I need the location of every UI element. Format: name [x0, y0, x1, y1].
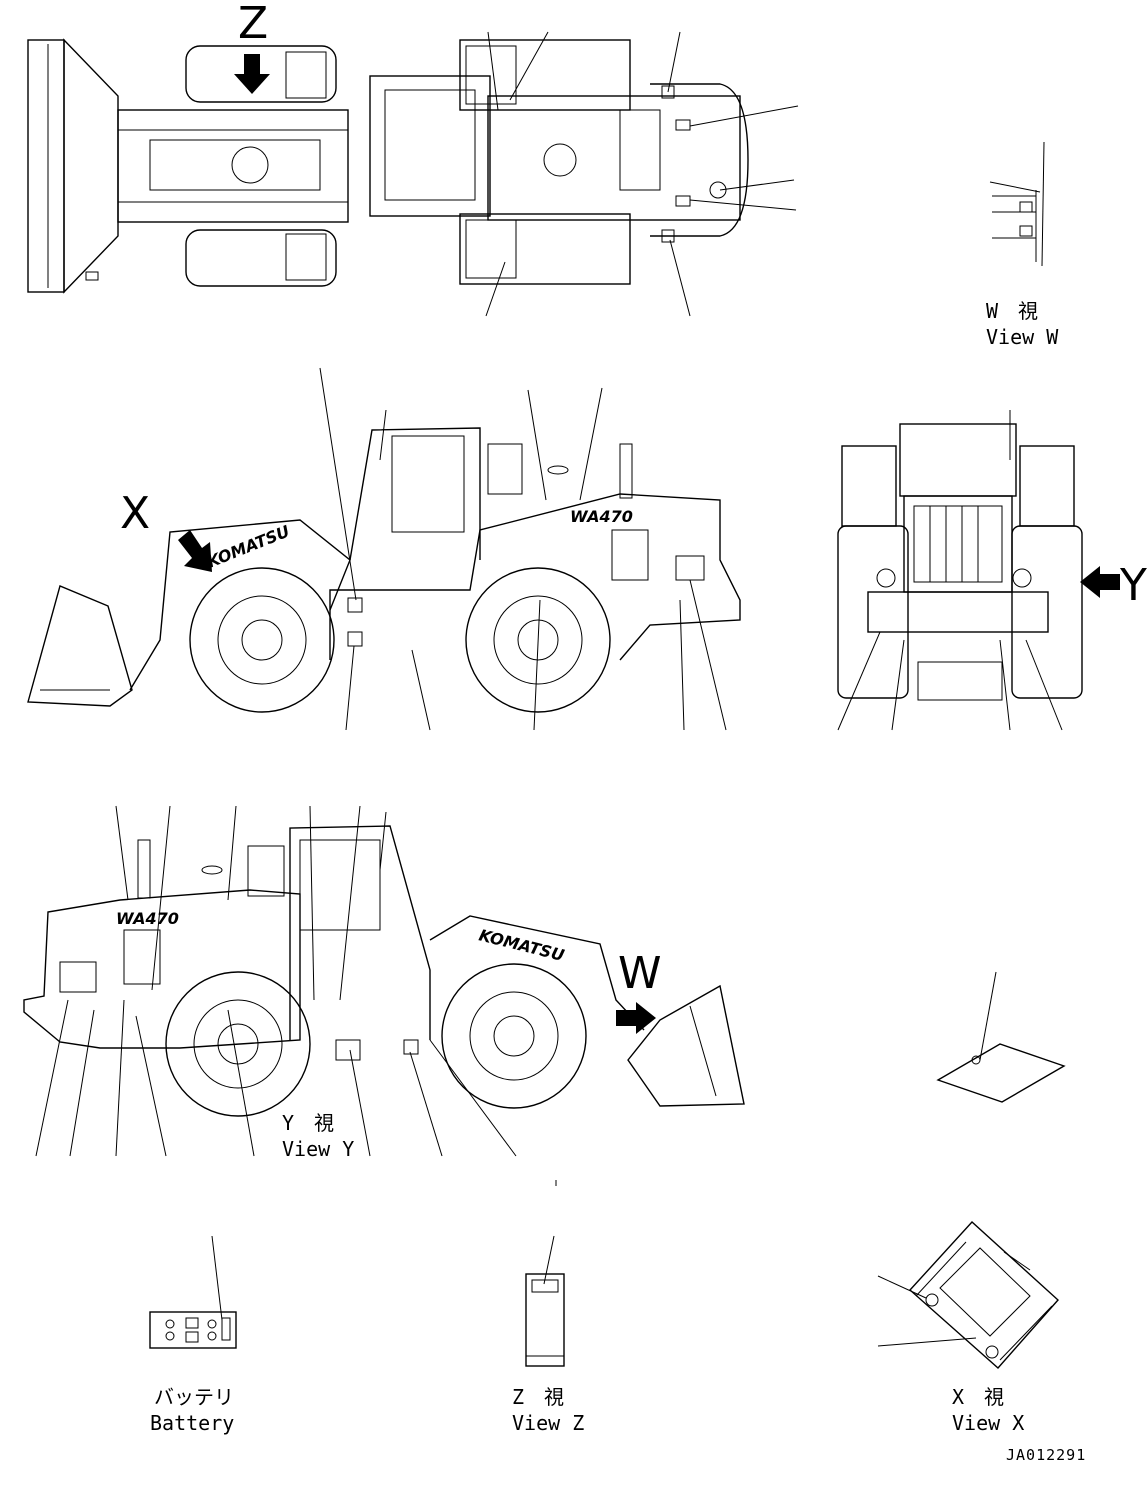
drawing-code: JA012291: [1006, 1446, 1086, 1464]
decal-sheet-detail: [936, 971, 1066, 1103]
view-z-detail: Z 視 View Z: [512, 1180, 584, 1435]
arrow-letter-y: Y: [1119, 560, 1147, 611]
rear-view: Y: [837, 410, 1147, 731]
top-view: Z: [27, 0, 799, 317]
arrow-y-left: [1080, 566, 1120, 598]
right-side-view: WA470 KOMATSU W: [23, 805, 745, 1161]
arrow-letter-z: Z: [238, 0, 268, 49]
view-w-detail: W 視 View W: [986, 141, 1059, 349]
arrow-x-diagonal: [178, 530, 212, 572]
battery-jp-label: バッテリ: [154, 1385, 234, 1409]
brand-decal-right: KOMATSU: [477, 925, 566, 965]
arrow-z-down: [234, 54, 270, 94]
view-x-detail: X 視 View X: [877, 1221, 1059, 1435]
view-y-en-label: View Y: [282, 1137, 354, 1161]
view-y-jp-label: Y 視: [282, 1111, 334, 1135]
battery-detail: バッテリ Battery: [149, 1235, 237, 1435]
brand-decal-left: KOMATSU: [204, 521, 292, 571]
left-side-view: X WA470 KOMATSU: [27, 367, 741, 731]
view-w-jp-label: W 視: [986, 299, 1038, 323]
view-z-jp-label: Z 視: [512, 1385, 564, 1409]
model-badge-right: WA470: [116, 909, 179, 928]
view-x-en-label: View X: [952, 1411, 1024, 1435]
arrow-w-right: [616, 1002, 656, 1034]
arrow-letter-x: X: [120, 488, 150, 539]
arrow-letter-w: W: [618, 948, 662, 999]
model-badge-left: WA470: [570, 507, 633, 526]
view-x-jp-label: X 視: [952, 1385, 1004, 1409]
battery-en-label: Battery: [150, 1411, 234, 1435]
view-w-en-label: View W: [986, 325, 1059, 349]
view-z-en-label: View Z: [512, 1411, 584, 1435]
